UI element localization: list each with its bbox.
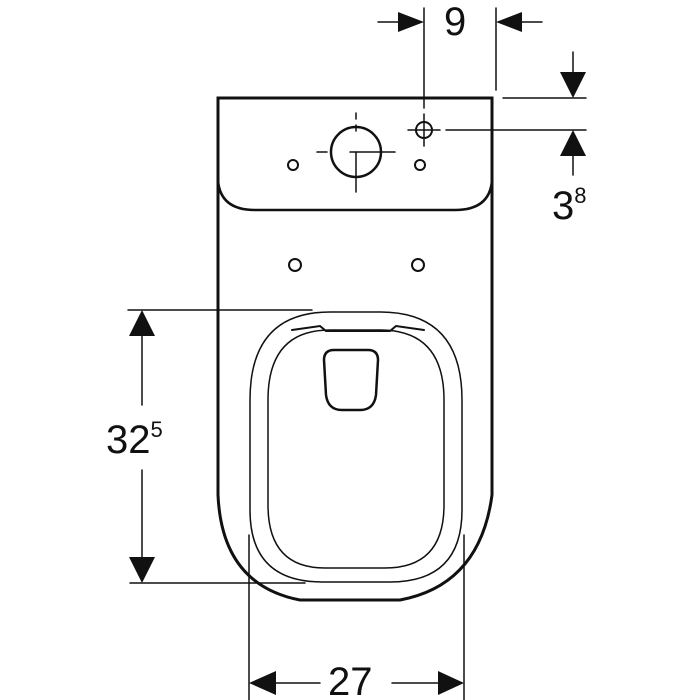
lid-grip [322,348,380,412]
dimension-value: 32 [106,418,151,462]
toilet-body-outline [216,96,494,602]
dimension-value: 3 [552,184,575,228]
dimension-superscript: 5 [150,416,163,442]
mount-hole-left [288,258,302,272]
dimension-value: 27 [328,660,373,700]
dimension-label-bottom: 27 [328,662,373,700]
dimension-value: 9 [444,0,467,44]
dimension-label-top: 9 [444,2,466,42]
seat-outer [249,311,463,583]
seat-hinge [291,324,425,332]
dimension-label-left: 325 [106,416,163,462]
dimension-superscript: 8 [574,182,587,208]
tank-edge [216,178,494,212]
mount-hole-right [411,258,425,272]
tank-hole-right [414,159,426,171]
tank-hole-left [287,159,299,171]
dimension-label-right: 38 [552,182,587,228]
seat-inner [267,329,445,569]
